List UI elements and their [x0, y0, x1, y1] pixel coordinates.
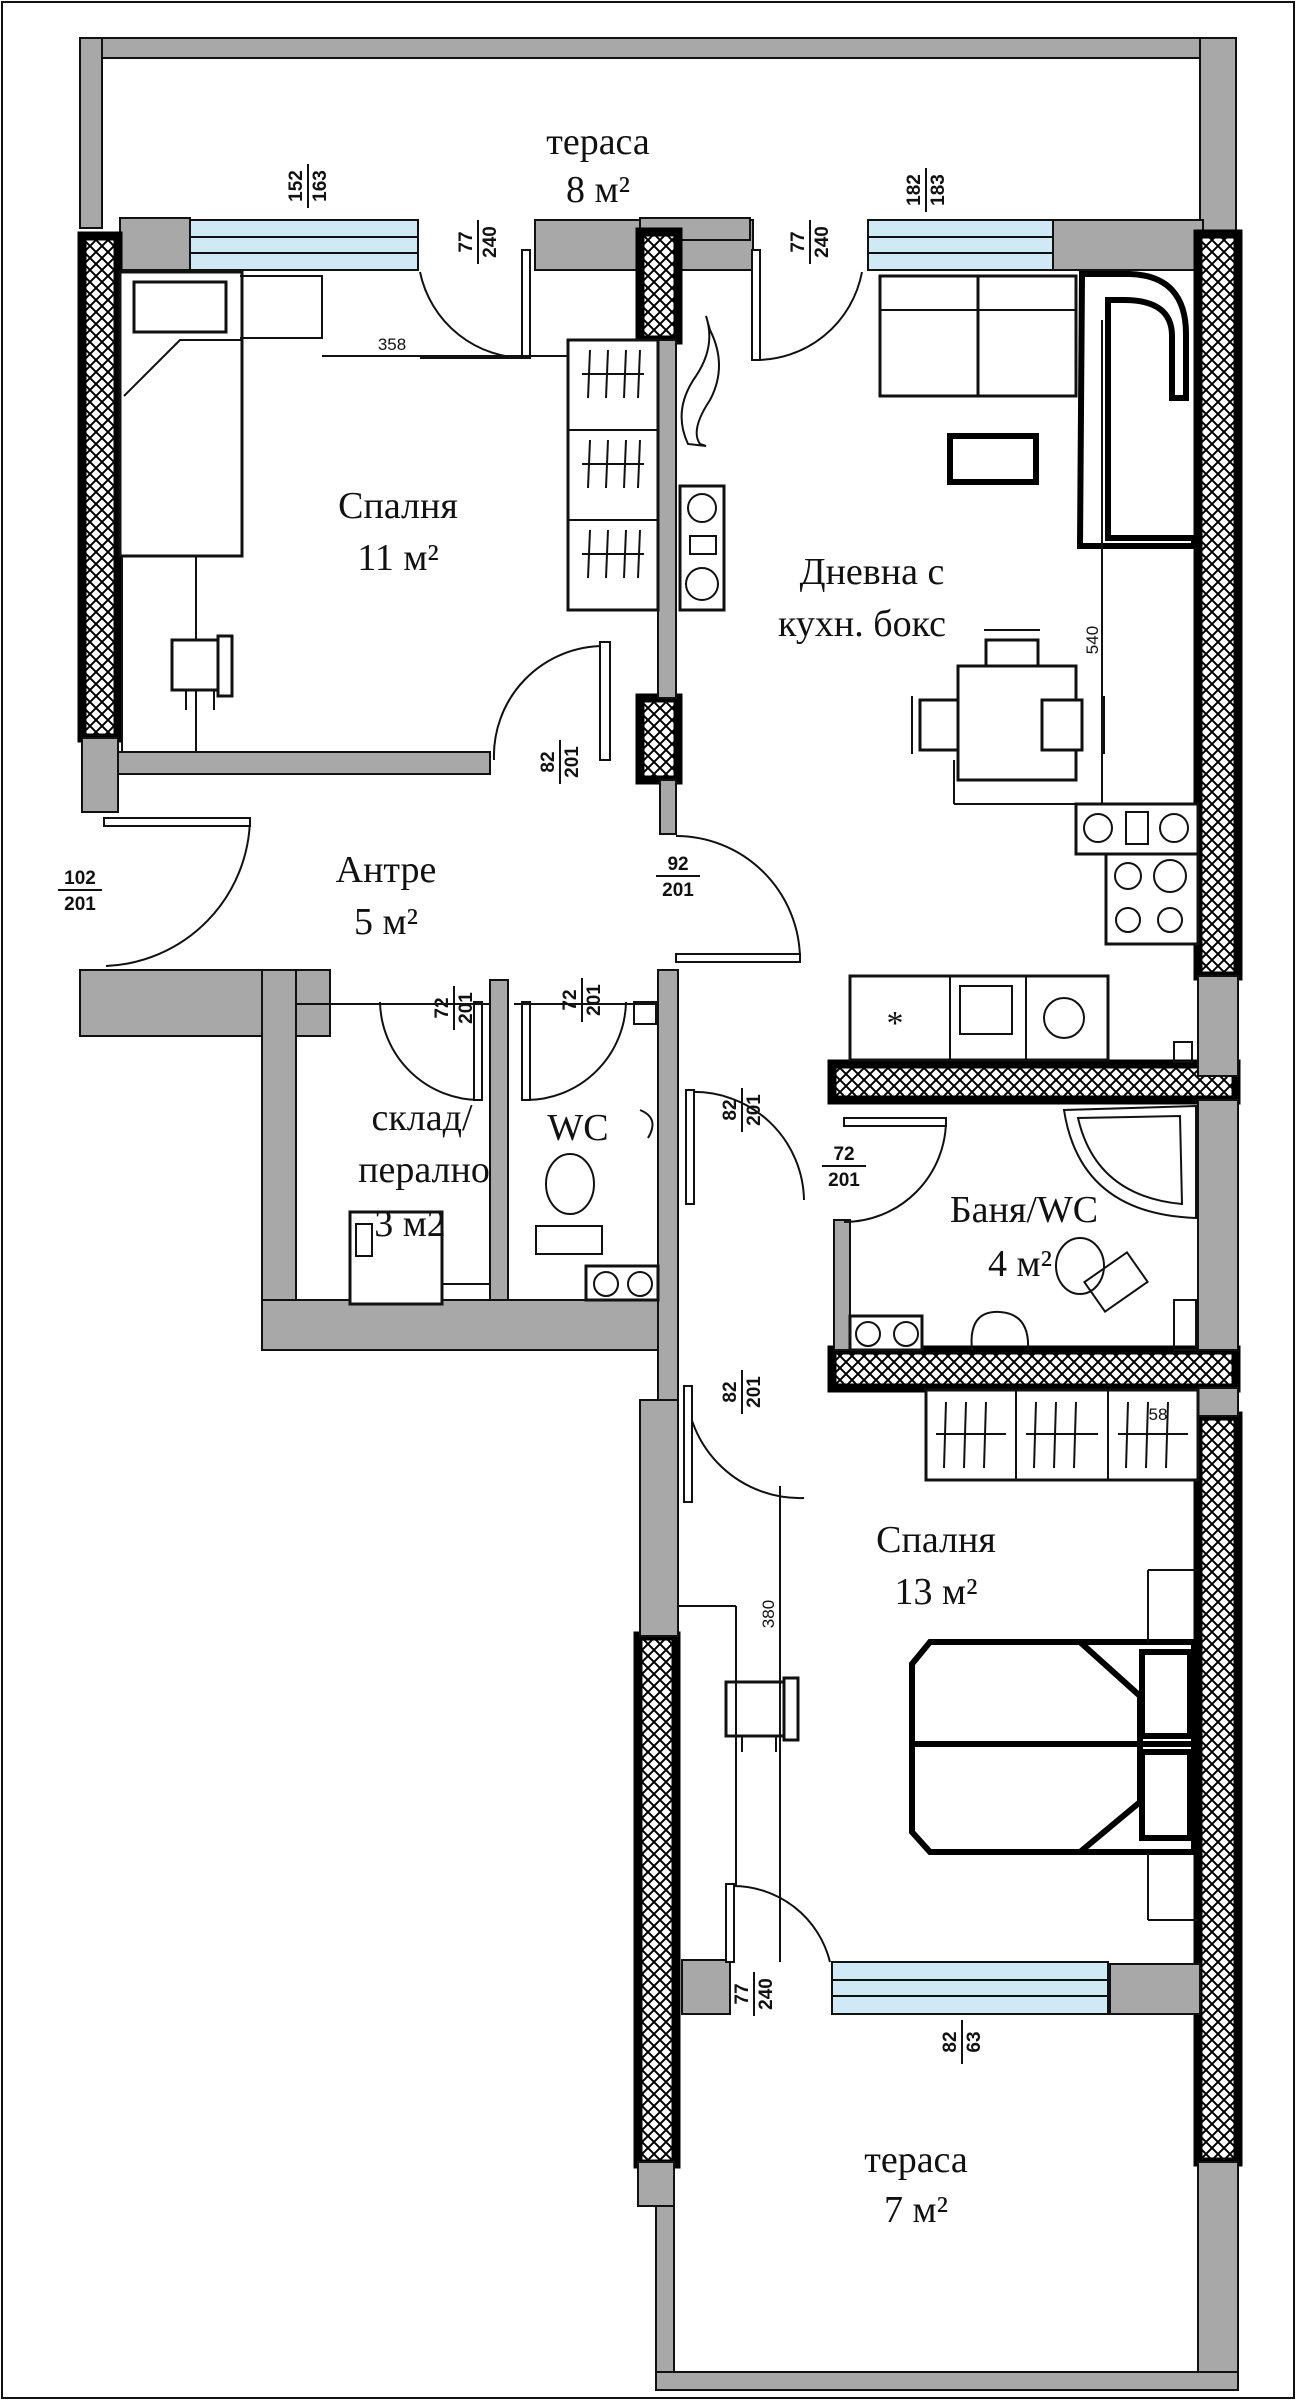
- svg-text:240: 240: [756, 1978, 777, 2010]
- dim-entrance: 102 201: [58, 868, 102, 915]
- bedroom-1-area: 11 м²: [357, 537, 439, 579]
- dim-door-living: 92 201: [656, 854, 700, 901]
- hall-area: 5 м²: [354, 901, 418, 943]
- measure-bedroom1-width: 358: [378, 335, 406, 354]
- measure-lines: [322, 320, 1103, 1962]
- measure-closet-depth: 58: [1149, 1405, 1168, 1424]
- svg-text:82: 82: [940, 2031, 961, 2052]
- sofa-right: [976, 274, 1078, 398]
- bathroom-furniture: [848, 1041, 1197, 1352]
- living-furniture: *: [848, 271, 1200, 1062]
- storage-area: 3 м2: [374, 1203, 446, 1245]
- svg-text:240: 240: [480, 226, 501, 258]
- svg-text:201: 201: [584, 984, 605, 1016]
- sofa-left: [878, 274, 980, 398]
- dim-door-bath: 72 201: [822, 1144, 866, 1191]
- storage-furniture: [296, 1003, 490, 1306]
- dining-table: [911, 629, 1105, 782]
- measure-living-depth: 540: [1083, 626, 1102, 654]
- dim-win-bedroom1: 152 163: [286, 164, 331, 208]
- svg-text:82: 82: [720, 1099, 741, 1120]
- wall-west-bedroom-1: [77, 231, 123, 743]
- kitchen-counter: *: [848, 802, 1200, 1062]
- stove-sink-column: [678, 315, 726, 612]
- svg-text:72: 72: [432, 997, 453, 1018]
- measure-bedroom2-depth: 380: [759, 1600, 778, 1628]
- terrace-bottom-name: тераса: [864, 2139, 968, 2181]
- coffee-table: [947, 433, 1039, 485]
- svg-text:77: 77: [456, 231, 477, 252]
- svg-text:182: 182: [904, 174, 925, 206]
- svg-text:72: 72: [833, 1144, 854, 1165]
- living-label-1: Дневна с: [800, 551, 945, 593]
- wc-name: WC: [547, 1107, 608, 1149]
- bathroom-area: 4 м²: [988, 1243, 1052, 1285]
- storage-label-1: склад/: [371, 1097, 472, 1139]
- terrace-top-name: тераса: [546, 121, 650, 163]
- storage-label-2: перално: [358, 1149, 490, 1191]
- svg-text:152: 152: [286, 170, 307, 202]
- column-top-middle: [635, 227, 683, 345]
- dim-door-bedroom2: 82 201: [720, 1370, 765, 1414]
- svg-text:92: 92: [667, 854, 688, 875]
- wc-furniture: [514, 1001, 660, 1302]
- wall-east-living: [1193, 229, 1243, 981]
- wall-east-bedroom-2: [1193, 1411, 1243, 2167]
- double-bed: [909, 1639, 1197, 1855]
- bedroom-1-furniture: [118, 270, 660, 752]
- svg-text:82: 82: [720, 1381, 741, 1402]
- dim-door-wc: 72 201: [560, 978, 605, 1022]
- wall-kitchen-bath: [827, 1059, 1241, 1105]
- svg-text:77: 77: [788, 231, 809, 252]
- dim-win-living: 182 183: [904, 168, 949, 212]
- bathroom-name: Баня/WC: [950, 1189, 1098, 1231]
- svg-text:183: 183: [928, 174, 949, 206]
- svg-text:77: 77: [732, 1983, 753, 2004]
- svg-text:201: 201: [662, 880, 694, 901]
- column-mid: [635, 693, 683, 785]
- dim-door-hall-side: 82 201: [720, 1088, 765, 1132]
- dim-door-bedroom1: 82 201: [538, 740, 583, 784]
- washing-machine: [348, 1210, 444, 1306]
- dim-door-living-terrace: 77 240: [788, 220, 833, 264]
- bedroom-2-area: 13 м²: [895, 1571, 978, 1613]
- hall-name: Антре: [336, 849, 437, 891]
- wardrobe: [566, 338, 660, 612]
- terrace-top-area: 8 м²: [566, 169, 630, 211]
- svg-text:102: 102: [64, 868, 96, 889]
- terrace-bottom-area: 7 м²: [884, 2189, 948, 2231]
- window-bedroom-1: [189, 219, 419, 271]
- svg-text:201: 201: [744, 1094, 765, 1126]
- bedroom-2-name: Спалня: [876, 1519, 996, 1561]
- interior-walls: [79, 339, 1239, 2391]
- desk-chair: [170, 634, 234, 710]
- wall-west-bedroom-2: [633, 1631, 681, 2169]
- dim-door-storage: 72 201: [432, 986, 477, 1030]
- wall-bath-bedroom-2: [827, 1345, 1241, 1393]
- svg-text:201: 201: [456, 992, 477, 1024]
- svg-text:201: 201: [562, 746, 583, 778]
- svg-text:*: *: [887, 1005, 904, 1042]
- dim-door-bedroom1-terrace: 77 240: [456, 220, 501, 264]
- dim-door-bedroom2-terrace: 77 240: [732, 1972, 777, 2016]
- svg-text:163: 163: [310, 170, 331, 202]
- pillow: [132, 280, 228, 334]
- window-bedroom-2: [831, 1961, 1109, 2015]
- svg-text:201: 201: [744, 1376, 765, 1408]
- svg-text:72: 72: [560, 989, 581, 1010]
- terrace-top: [79, 37, 1237, 239]
- svg-text:240: 240: [812, 226, 833, 258]
- svg-text:201: 201: [828, 1170, 860, 1191]
- bedroom-1-name: Спалня: [338, 485, 458, 527]
- corner-sofa: [1076, 271, 1197, 549]
- living-label-2: кухн. бокс: [778, 603, 946, 645]
- corner-shower: [1062, 1104, 1197, 1220]
- dim-win-bedroom2: 82 63: [940, 2020, 985, 2064]
- svg-text:63: 63: [964, 2031, 985, 2052]
- bedroom-2-furniture: [678, 1388, 1200, 1921]
- window-living: [867, 219, 1054, 271]
- svg-text:82: 82: [538, 751, 559, 772]
- svg-text:201: 201: [64, 894, 96, 915]
